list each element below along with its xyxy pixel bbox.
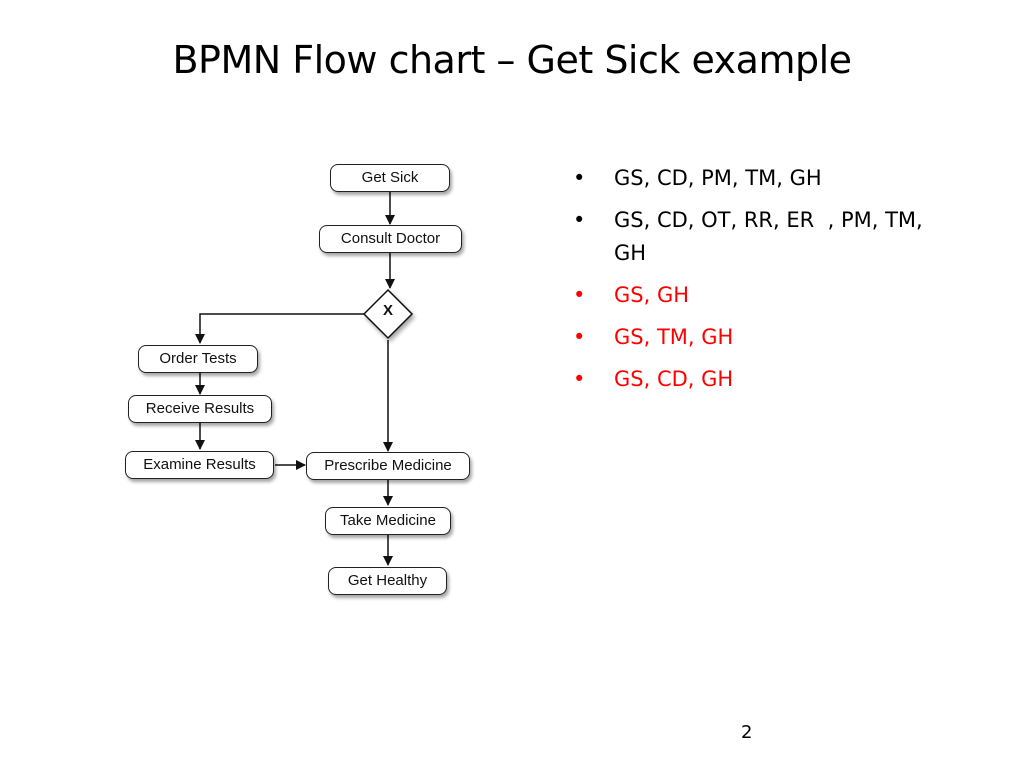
- bullet-icon: •: [573, 367, 586, 391]
- path-item: • GS, CD, OT, RR, ER , PM, TM, GH: [573, 204, 933, 270]
- node-take-medicine: Take Medicine: [325, 507, 451, 535]
- path-item: • GS, CD, PM, TM, GH: [573, 162, 933, 195]
- gateway-diamond: [362, 288, 414, 340]
- path-text: GS, TM, GH: [614, 325, 734, 349]
- path-text: GS, CD, PM, TM, GH: [614, 166, 822, 190]
- path-item: • GS, CD, GH: [573, 363, 933, 396]
- node-receive-results: Receive Results: [128, 395, 272, 423]
- slide-title: BPMN Flow chart – Get Sick example: [172, 38, 852, 82]
- path-item: • GS, GH: [573, 279, 933, 312]
- path-text: GS, CD, GH: [614, 367, 734, 391]
- gateway-x-label: X: [382, 302, 393, 319]
- path-item: • GS, TM, GH: [573, 321, 933, 354]
- bullet-icon: •: [573, 283, 586, 307]
- page-number: 2: [741, 722, 753, 743]
- path-text: GS, CD, OT, RR, ER , PM, TM, GH: [614, 208, 930, 265]
- bullet-icon: •: [573, 208, 586, 232]
- node-get-sick: Get Sick: [330, 164, 450, 192]
- node-consult-doctor: Consult Doctor: [319, 225, 462, 253]
- bullet-icon: •: [573, 166, 586, 190]
- path-text: GS, GH: [614, 283, 690, 307]
- node-order-tests: Order Tests: [138, 345, 258, 373]
- node-get-healthy: Get Healthy: [328, 567, 447, 595]
- node-examine-results: Examine Results: [125, 451, 274, 479]
- edge-gateway-order-tests: [195, 313, 364, 344]
- bullet-icon: •: [573, 325, 586, 349]
- node-prescribe-medicine: Prescribe Medicine: [306, 452, 470, 480]
- path-list: • GS, CD, PM, TM, GH • GS, CD, OT, RR, ER …: [573, 162, 933, 405]
